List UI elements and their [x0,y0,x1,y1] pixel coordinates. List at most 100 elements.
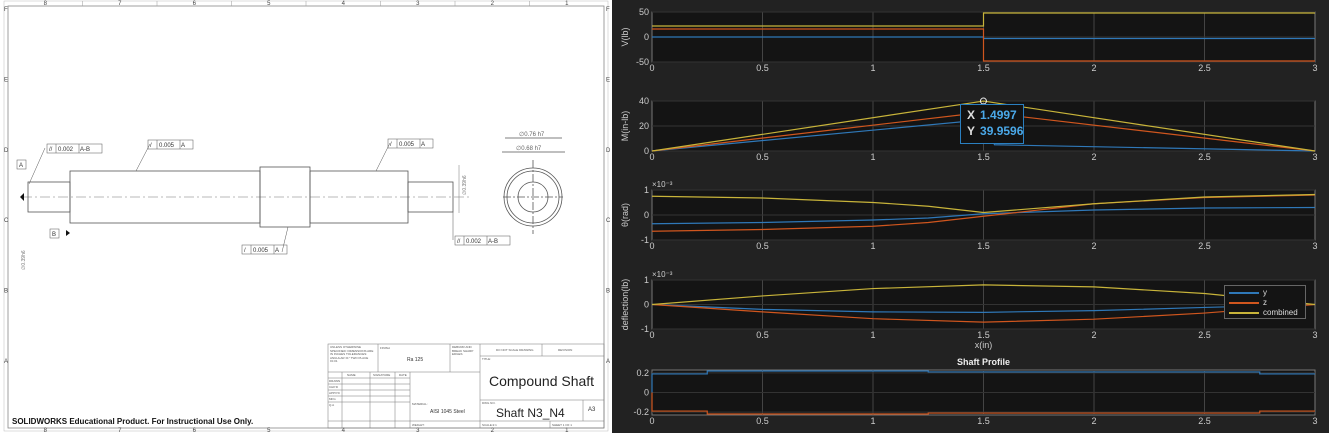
datum-a-box [16,159,27,170]
zone-row-label: B [606,289,610,295]
series-line-combined [651,284,1316,306]
x-tick-label: 3 [1312,416,1317,426]
x-tick-label: 0 [649,330,654,340]
datatip-x-label: X [967,108,976,122]
series-line-combined [651,100,1316,152]
x-tick-label: 3 [1312,152,1317,162]
x-tick-label: 1.5 [977,152,990,162]
y-tick-label: 1 [644,185,649,195]
legend-item-z: z [1229,298,1301,308]
x-tick-label: 0.5 [756,63,769,73]
datum-a-triangle [20,193,24,201]
zone-row-label: C [606,218,611,224]
zone-column-label: 3 [416,1,420,7]
scale-value: SCALE:2:1 [482,423,497,427]
x-tick-label: 0.5 [756,416,769,426]
x-tick-label: 0.5 [756,330,769,340]
plot-title: Shaft Profile [957,357,1010,367]
gdt-tolerance: 0.002 [466,239,482,245]
gdt-tolerance: 0.002 [58,147,74,153]
gdt-symbol: / [150,143,152,149]
tolerance-note: UNLESS OTHERWISE SPECIFIED: DIMENSIONS A… [330,345,374,364]
x-tick-label: 1 [870,63,875,73]
x-tick-label: 2.5 [1198,152,1211,162]
gdt-tolerance: 0.005 [159,143,175,149]
gdt-datum: A [275,248,279,254]
y-axis-label: deflection(lb) [620,279,630,331]
educational-watermark: SOLIDWORKS Educational Product. For Inst… [12,417,254,426]
row-mfg: MFG [329,397,336,401]
x-tick-label: 1 [870,416,875,426]
shaft-end-view [502,137,565,234]
leaders [28,142,454,253]
zone-column-label: 8 [44,1,48,7]
drawing-number: Shaft N3_N4 [496,406,565,420]
gdt-frame [454,235,511,246]
x-axis-label: x(in) [975,340,993,350]
zone-column-label: 8 [44,428,48,433]
gdt-frame [147,139,194,150]
gdt-datum: A [181,143,185,149]
zone-column-label: 5 [267,1,271,7]
datatip-y-label: Y [967,124,976,138]
inner-diameter-dim: ∅0.68 h7 [516,145,542,152]
zone-column-label: 7 [118,428,122,433]
legend-swatch-z [1229,302,1259,304]
datatip-x: 1.4997 [980,108,1017,122]
y-tick-label: 0.2 [636,368,649,378]
x-tick-label: 3 [1312,241,1317,251]
zone-column-label: 1 [565,428,569,433]
gdt-datum: A [421,142,425,148]
zone-column-label: 3 [416,428,420,433]
x-tick-label: 1.5 [977,63,990,73]
x-tick-label: 2 [1091,152,1096,162]
series-line-combined [651,193,1316,214]
title-label: TITLE: [482,357,491,361]
weight-label: WEIGHT: [412,423,425,427]
y-tick-label: 0 [644,32,649,42]
series-line-z [652,28,1315,62]
deburr-note: DEBURR AND BREAK SHARP EDGES [452,345,474,357]
y-tick-label: -50 [636,57,649,67]
zone-row-label: D [606,148,611,154]
finish-label: FINISH [380,346,390,350]
series-line-combined [652,12,1315,27]
legend-swatch-combined [1229,312,1259,314]
x-tick-label: 1.5 [977,330,990,340]
gdt-frame [241,244,288,255]
zone-row-label: E [4,78,8,84]
x-tick-label: 0.5 [756,152,769,162]
x-tick-label: 1 [870,152,875,162]
legend[interactable]: y z combined [1224,285,1306,319]
y-tick-label: -0.2 [633,407,649,417]
zone-row-label: A [4,359,8,365]
y-tick-label: 0 [644,210,649,220]
series-line-y [651,303,1316,313]
y-tick-label: 0 [644,388,649,398]
datum-a: A [19,163,23,169]
zone-column-label: 6 [193,428,197,433]
x-tick-label: 2 [1091,330,1096,340]
legend-swatch-y [1229,292,1259,294]
zone-row-label: B [4,289,8,295]
y-tick-label: -1 [641,235,649,245]
outer-diameter-dim: ∅0.76 h7 [519,131,545,138]
y-tick-label: 40 [639,96,649,106]
collar [259,166,311,228]
x-tick-label: 2.5 [1198,241,1211,251]
sheet-size: A3 [588,407,596,413]
x-tick-label: 2.5 [1198,416,1211,426]
outer-border [3,0,609,432]
row-checked: CHK'D [329,385,339,389]
x-tick-label: 1 [870,330,875,340]
y-axis-label: M(in-lb) [620,111,630,142]
gdt-symbol: / [390,142,392,148]
